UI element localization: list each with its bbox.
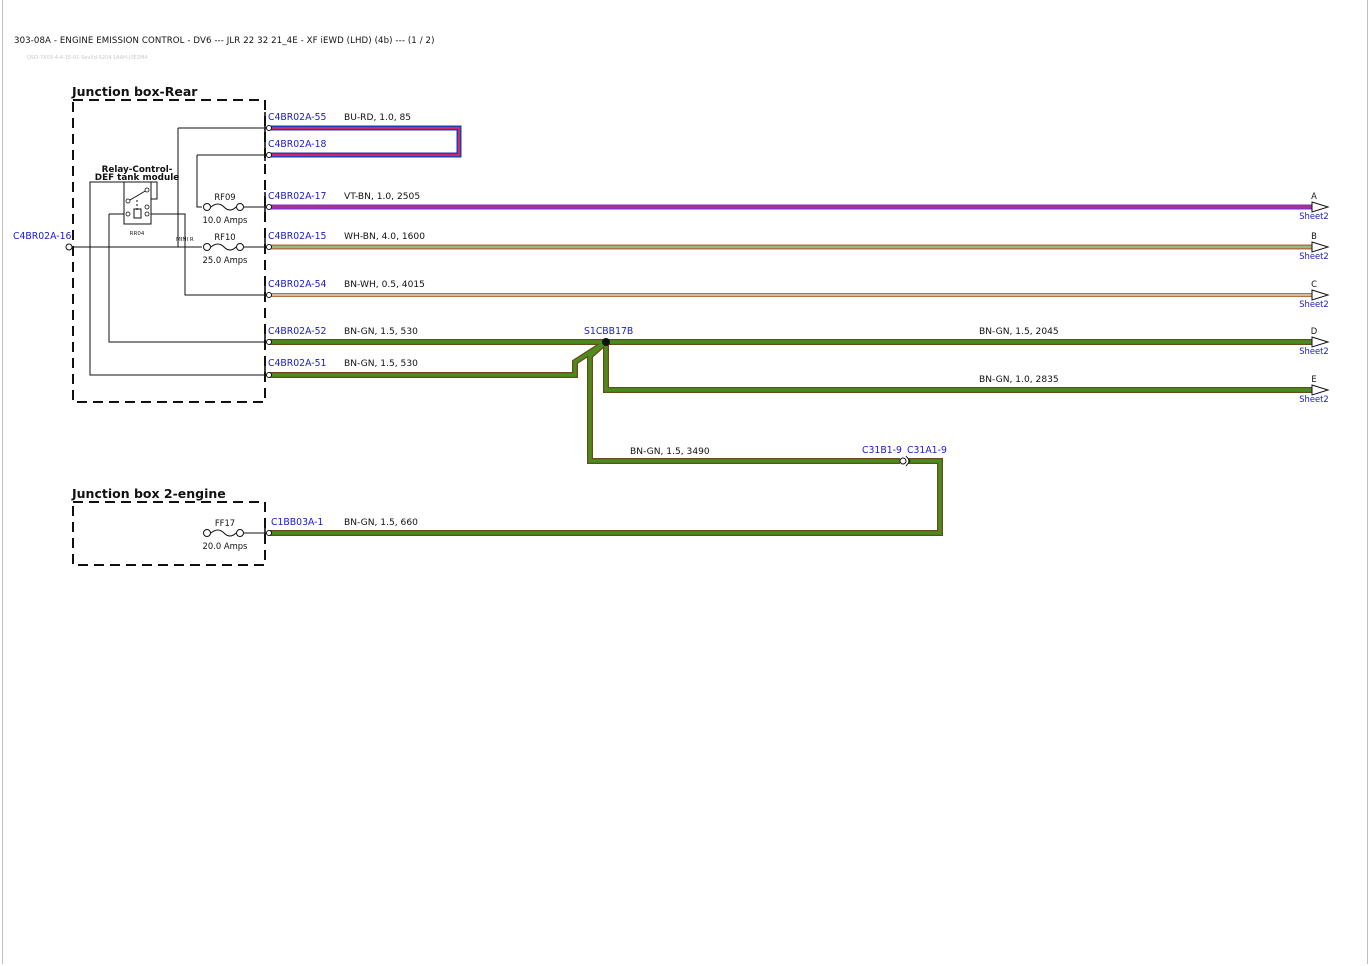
offsheet-letter-c: C xyxy=(1311,279,1317,289)
pin-label-18[interactable]: C4BR02A-18 xyxy=(268,139,326,150)
wire-spec-52: BN-GN, 1.5, 530 xyxy=(344,327,418,337)
input-connector-pin xyxy=(65,243,73,251)
fuse-rf10-rating: 25.0 Amps xyxy=(203,255,248,265)
diagram-subtitle: QSO-7X03-4-4-15-01-SevXd-5204 1AAH-J0E2M… xyxy=(27,55,148,61)
pin-label-52[interactable]: C4BR02A-52 xyxy=(268,326,326,337)
relay-contact xyxy=(144,204,150,210)
wire-bn-gn-inner xyxy=(270,340,1313,535)
fuse-ff17-id: FF17 xyxy=(215,518,235,528)
offsheet-sheet-c[interactable]: Sheet2 xyxy=(1299,299,1329,309)
wire-spec-e: BN-GN, 1.0, 2835 xyxy=(979,375,1059,385)
offsheet-sheet-e[interactable]: Sheet2 xyxy=(1299,394,1329,404)
relay-contact xyxy=(144,187,150,193)
wire-spec-55: BU-RD, 1.0, 85 xyxy=(344,113,411,123)
wire-spec-d: BN-GN, 1.5, 2045 xyxy=(979,327,1059,337)
pin-label-55[interactable]: C4BR02A-55 xyxy=(268,112,326,123)
offsheet-letter-e: E xyxy=(1311,374,1316,384)
junction-box-engine-outline xyxy=(72,501,266,566)
offsheet-letter-b: B xyxy=(1311,231,1317,241)
relay-title-line2: DEF tank module xyxy=(95,173,179,183)
offsheet-sheet-a[interactable]: Sheet2 xyxy=(1299,211,1329,221)
fuse-rf09 xyxy=(203,203,244,211)
wire-bn-gn-outer[interactable] xyxy=(270,339,1313,536)
fuse-rf09-rating: 10.0 Amps xyxy=(203,215,248,225)
junction-box-engine-title: Junction box 2-engine xyxy=(71,486,226,501)
relay-title-line1: Relay-Control- xyxy=(102,165,173,175)
wire-bu-rd-stripe xyxy=(270,127,460,156)
wire-spec-54: BN-WH, 0.5, 4015 xyxy=(344,280,425,290)
fuse-rf10 xyxy=(203,243,244,251)
junction-box-rear-outline xyxy=(72,99,266,403)
offsheet-arrows[interactable] xyxy=(1311,201,1330,396)
offsheet-sheet-d[interactable]: Sheet2 xyxy=(1299,346,1329,356)
pin-label-51[interactable]: C4BR02A-51 xyxy=(268,358,326,369)
relay-note: MINI R xyxy=(176,237,194,243)
wire-spec-51: BN-GN, 1.5, 530 xyxy=(344,359,418,369)
wire-spec-15: WH-BN, 4.0, 1600 xyxy=(344,232,425,242)
junction-box-rear-title: Junction box-Rear xyxy=(71,84,198,99)
fuse-ff17 xyxy=(203,529,244,537)
offsheet-sheet-b[interactable]: Sheet2 xyxy=(1299,251,1329,261)
pin-terminals xyxy=(266,125,272,536)
offsheet-letter-a: A xyxy=(1311,191,1317,201)
relay-code: RR04 xyxy=(130,231,145,237)
offsheet-letter-d: D xyxy=(1311,326,1317,336)
splice-dot[interactable] xyxy=(602,338,610,346)
wire-to-51 xyxy=(89,181,268,376)
relay-contact xyxy=(144,211,150,217)
loop-wire-18-drop xyxy=(196,155,202,208)
relay-switch-arm xyxy=(129,189,148,201)
fuse-ff17-rating: 20.0 Amps xyxy=(203,541,248,551)
inline-connector-left-label[interactable]: C31B1-9 xyxy=(862,445,902,456)
inline-connector-symbol[interactable] xyxy=(899,455,911,467)
wire-to-52 xyxy=(108,214,268,343)
diagram-title: 303-08A - ENGINE EMISSION CONTROL - DV6 … xyxy=(14,36,435,46)
splice-label[interactable]: S1CBB17B xyxy=(584,326,633,337)
relay-output-54 xyxy=(151,213,268,296)
pin-label-15[interactable]: C4BR02A-15 xyxy=(268,231,326,242)
pin-label-54[interactable]: C4BR02A-54 xyxy=(268,279,326,290)
fuse-rf10-id: RF10 xyxy=(214,232,235,242)
relay-symbol xyxy=(123,181,152,225)
wire-spec-3490: BN-GN, 1.5, 3490 xyxy=(630,447,710,457)
input-connector-label[interactable]: C4BR02A-16 xyxy=(13,231,71,242)
inline-connector-right-label[interactable]: C31A1-9 xyxy=(907,445,947,456)
wire-spec-17: VT-BN, 1.0, 2505 xyxy=(344,192,420,202)
fuse-rf09-id: RF09 xyxy=(214,192,235,202)
relay-contact xyxy=(125,211,131,217)
pin-label-17[interactable]: C4BR02A-17 xyxy=(268,191,326,202)
wire-spec-660: BN-GN, 1.5, 660 xyxy=(344,518,418,528)
relay-contact xyxy=(125,198,131,204)
pin-label-engine[interactable]: C1BB03A-1 xyxy=(271,517,324,528)
